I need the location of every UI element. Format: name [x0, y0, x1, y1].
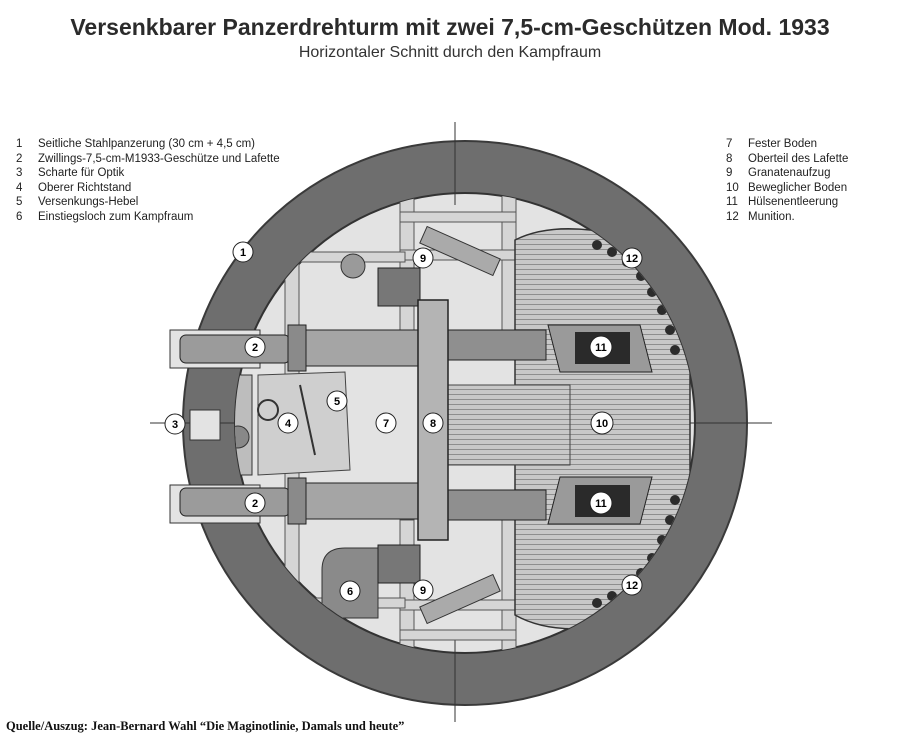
- callout-1: 1: [232, 241, 254, 263]
- diagram-title: Versenkbarer Panzerdrehturm mit zwei 7,5…: [70, 14, 830, 40]
- legend-num: 4: [16, 181, 23, 194]
- floor-planks-center: [439, 384, 571, 466]
- legend-num: 5: [16, 196, 23, 209]
- callout-11-bottom: 11: [589, 491, 613, 515]
- shell-lift-top-chute: [419, 225, 501, 277]
- svg-text:7: 7: [383, 418, 389, 430]
- legend-left: 1 Seitliche Stahlpanzerung (30 cm + 4,5 c…: [16, 137, 280, 225]
- legend-text: Oberteil des Lafette: [748, 152, 849, 165]
- callout-3: 3: [164, 413, 186, 435]
- svg-text:11: 11: [595, 342, 607, 354]
- legend-item-9: 9 Granatenaufzug: [726, 166, 848, 181]
- legend-num: 12: [726, 210, 739, 223]
- svg-text:1: 1: [240, 247, 246, 259]
- callout-11-top: 11: [589, 335, 613, 359]
- shell-lift-top: [377, 267, 421, 307]
- svg-text:12: 12: [626, 253, 638, 265]
- legend-num: 8: [726, 152, 733, 165]
- callout-12-bottom: 12: [621, 574, 643, 596]
- legend-text: Granatenaufzug: [748, 167, 831, 180]
- svg-text:8: 8: [430, 418, 436, 430]
- legend-num: 1: [16, 138, 23, 150]
- legend-num: 7: [726, 138, 733, 150]
- legend-item-10: 10 Beweglicher Boden: [726, 181, 848, 196]
- legend-num: 3: [16, 167, 23, 180]
- legend-text: Munition.: [748, 210, 795, 223]
- diagram-subtitle: Horizontaler Schnitt durch den Kampfraum: [298, 44, 602, 61]
- legend-item-5: 5 Versenkungs-Hebel: [16, 195, 280, 210]
- svg-text:2: 2: [252, 498, 258, 510]
- legend-item-2: 2 Zwillings-7,5-cm-M1933-Geschütze und La…: [16, 152, 280, 167]
- callout-6: 6: [339, 580, 361, 602]
- svg-text:6: 6: [347, 586, 353, 598]
- shell-lift-bottom-chute: [419, 573, 501, 625]
- svg-text:4: 4: [285, 418, 292, 430]
- callout-10: 10: [590, 411, 614, 435]
- callout-2-bottom: 2: [244, 492, 266, 514]
- callout-2-top: 2: [244, 336, 266, 358]
- legend-right: 7 Fester Boden 8 Oberteil des Lafette 9 Gra…: [726, 137, 848, 225]
- svg-text:11: 11: [595, 498, 607, 510]
- svg-text:10: 10: [596, 418, 608, 430]
- legend-text: Hülsenentleerung: [748, 196, 839, 209]
- callout-5: 5: [326, 390, 348, 412]
- svg-text:3: 3: [172, 419, 178, 431]
- legend-num: 6: [16, 210, 23, 223]
- legend-item-6: 6 Einstiegsloch zum Kampfraum: [16, 210, 280, 225]
- svg-text:9: 9: [420, 253, 426, 265]
- legend-item-11: 11 Hülsenentleerung: [726, 195, 848, 210]
- legend-text: Oberer Richtstand: [38, 181, 132, 194]
- svg-text:5: 5: [334, 396, 340, 408]
- source-citation: Quelle/Auszug: Jean-Bernard Wahl “Die Ma…: [6, 719, 405, 733]
- callout-12-top: 12: [621, 247, 643, 269]
- legend-text: Seitliche Stahlpanzerung (30 cm + 4,5 cm…: [38, 138, 256, 150]
- callout-9-top: 9: [412, 247, 434, 269]
- callout-8: 8: [422, 412, 444, 434]
- callout-7: 7: [375, 412, 397, 434]
- callout-9-bottom: 9: [412, 579, 434, 601]
- legend-text: Einstiegsloch zum Kampfraum: [38, 210, 194, 223]
- shell-lift-bottom: [377, 544, 421, 584]
- legend-item-7: 7 Fester Boden: [726, 137, 848, 152]
- legend-text: Scharte für Optik: [38, 167, 125, 180]
- legend-item-4: 4 Oberer Richtstand: [16, 181, 280, 196]
- hatch-circle: [340, 253, 366, 279]
- legend-text: Fester Boden: [748, 138, 818, 150]
- optic-embrasure: [189, 409, 221, 441]
- legend-num: 2: [16, 152, 23, 165]
- legend-item-8: 8 Oberteil des Lafette: [726, 152, 848, 167]
- lever-wheel: [257, 399, 279, 421]
- legend-text: Beweglicher Boden: [748, 181, 848, 194]
- svg-text:2: 2: [252, 342, 258, 354]
- legend-item-12: 12 Munition.: [726, 210, 848, 225]
- legend-item-1: 1 Seitliche Stahlpanzerung (30 cm + 4,5 c…: [16, 137, 280, 152]
- legend-text: Zwillings-7,5-cm-M1933-Geschütze und Laf…: [38, 152, 280, 165]
- callout-4: 4: [277, 412, 299, 434]
- legend-item-3: 3 Scharte für Optik: [16, 166, 280, 181]
- upper-control-station: [257, 371, 351, 476]
- svg-text:12: 12: [626, 580, 638, 592]
- legend-num: 11: [726, 196, 738, 209]
- legend-num: 9: [726, 167, 733, 180]
- svg-text:9: 9: [420, 585, 426, 597]
- optic-wheel: [235, 425, 250, 449]
- legend-text: Versenkungs-Hebel: [38, 196, 139, 209]
- legend-num: 10: [726, 181, 739, 194]
- sight-housing: [235, 374, 253, 476]
